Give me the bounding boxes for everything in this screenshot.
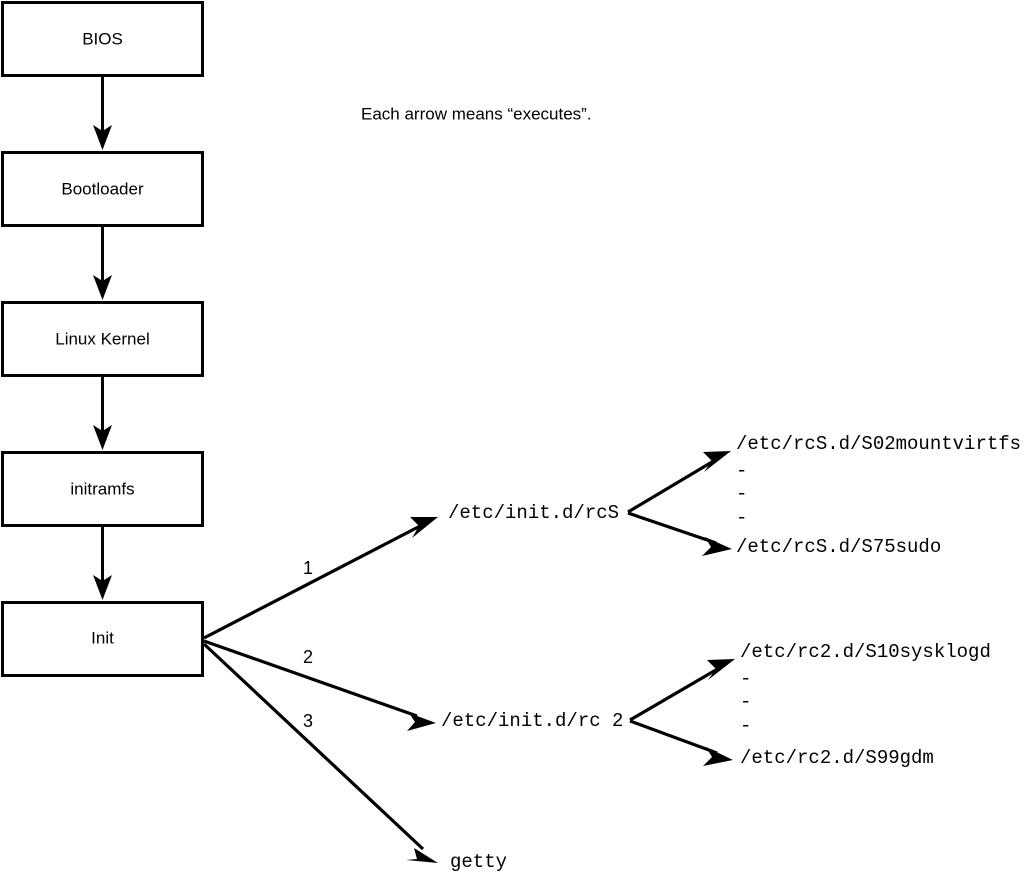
rcs-ellipsis-dash-1: - [736, 460, 747, 482]
node-bootloader-box[interactable] [1, 151, 204, 227]
node-initramfs[interactable]: initramfs [1, 451, 204, 527]
node-linux-kernel-label: Linux Kernel [55, 329, 150, 348]
arrow-rcs-to-last [627, 511, 732, 556]
boot-chain-group: BIOS Bootloader Linux Kernel initramfs I… [1, 1, 204, 677]
branch-3-number: 3 [303, 711, 313, 731]
node-bios-box[interactable] [1, 1, 204, 77]
node-bootloader[interactable]: Bootloader [1, 151, 204, 227]
arrow-kernel-to-initramfs [93, 376, 112, 450]
label-rcs-first-script[interactable]: /etc/rcS.d/S02mountvirtfs [736, 433, 1021, 455]
rcs-subbranches-group [627, 451, 732, 556]
node-bios-label: BIOS [82, 29, 123, 48]
init-branches-group: 1 2 3 [202, 517, 438, 863]
node-init-label: Init [91, 628, 114, 647]
branch-2-arrow [203, 639, 436, 731]
arrow-initramfs-to-init [93, 526, 112, 600]
rc2-ellipsis-dash-3: - [740, 715, 751, 737]
arrow-bootloader-to-kernel [93, 226, 112, 300]
arrow-rc2-to-last [629, 719, 733, 766]
label-rc2-first-script[interactable]: /etc/rc2.d/S10sysklogd [740, 641, 991, 663]
node-initramfs-label: initramfs [70, 479, 134, 498]
arrow-rc2-to-first [629, 659, 735, 722]
boot-chain-arrows [93, 76, 112, 600]
node-linux-kernel[interactable]: Linux Kernel [1, 301, 204, 377]
rc2-ellipsis-dash-2: - [740, 691, 751, 713]
branch-3-arrow [202, 642, 438, 863]
node-bios[interactable]: BIOS [1, 1, 204, 77]
node-bootloader-label: Bootloader [61, 179, 144, 198]
label-rc2-last-script[interactable]: /etc/rc2.d/S99gdm [740, 747, 934, 769]
label-etc-init-d-rc-2[interactable]: /etc/init.d/rc 2 [441, 710, 623, 732]
node-linux-kernel-box[interactable] [1, 301, 204, 377]
arrow-rcs-to-first [627, 451, 731, 514]
label-rcs-last-script[interactable]: /etc/rcS.d/S75sudo [736, 536, 941, 558]
node-init-box[interactable] [1, 601, 204, 677]
node-initramfs-box[interactable] [1, 451, 204, 527]
rcs-ellipsis-dash-2: - [736, 483, 747, 505]
label-getty[interactable]: getty [450, 851, 507, 873]
branch-1-number: 1 [303, 558, 313, 578]
branch-1-arrow [203, 517, 438, 640]
arrow-bios-to-bootloader [93, 76, 112, 150]
node-init[interactable]: Init [1, 601, 204, 677]
diagram-caption: Each arrow means “executes”. [361, 104, 592, 123]
label-etc-init-d-rcs[interactable]: /etc/init.d/rcS [448, 502, 619, 524]
rc2-subbranches-group [629, 659, 735, 766]
rcs-ellipsis-dash-3: - [736, 507, 747, 529]
rc2-ellipsis-dash-1: - [740, 668, 751, 690]
branch-2-number: 2 [303, 647, 313, 667]
